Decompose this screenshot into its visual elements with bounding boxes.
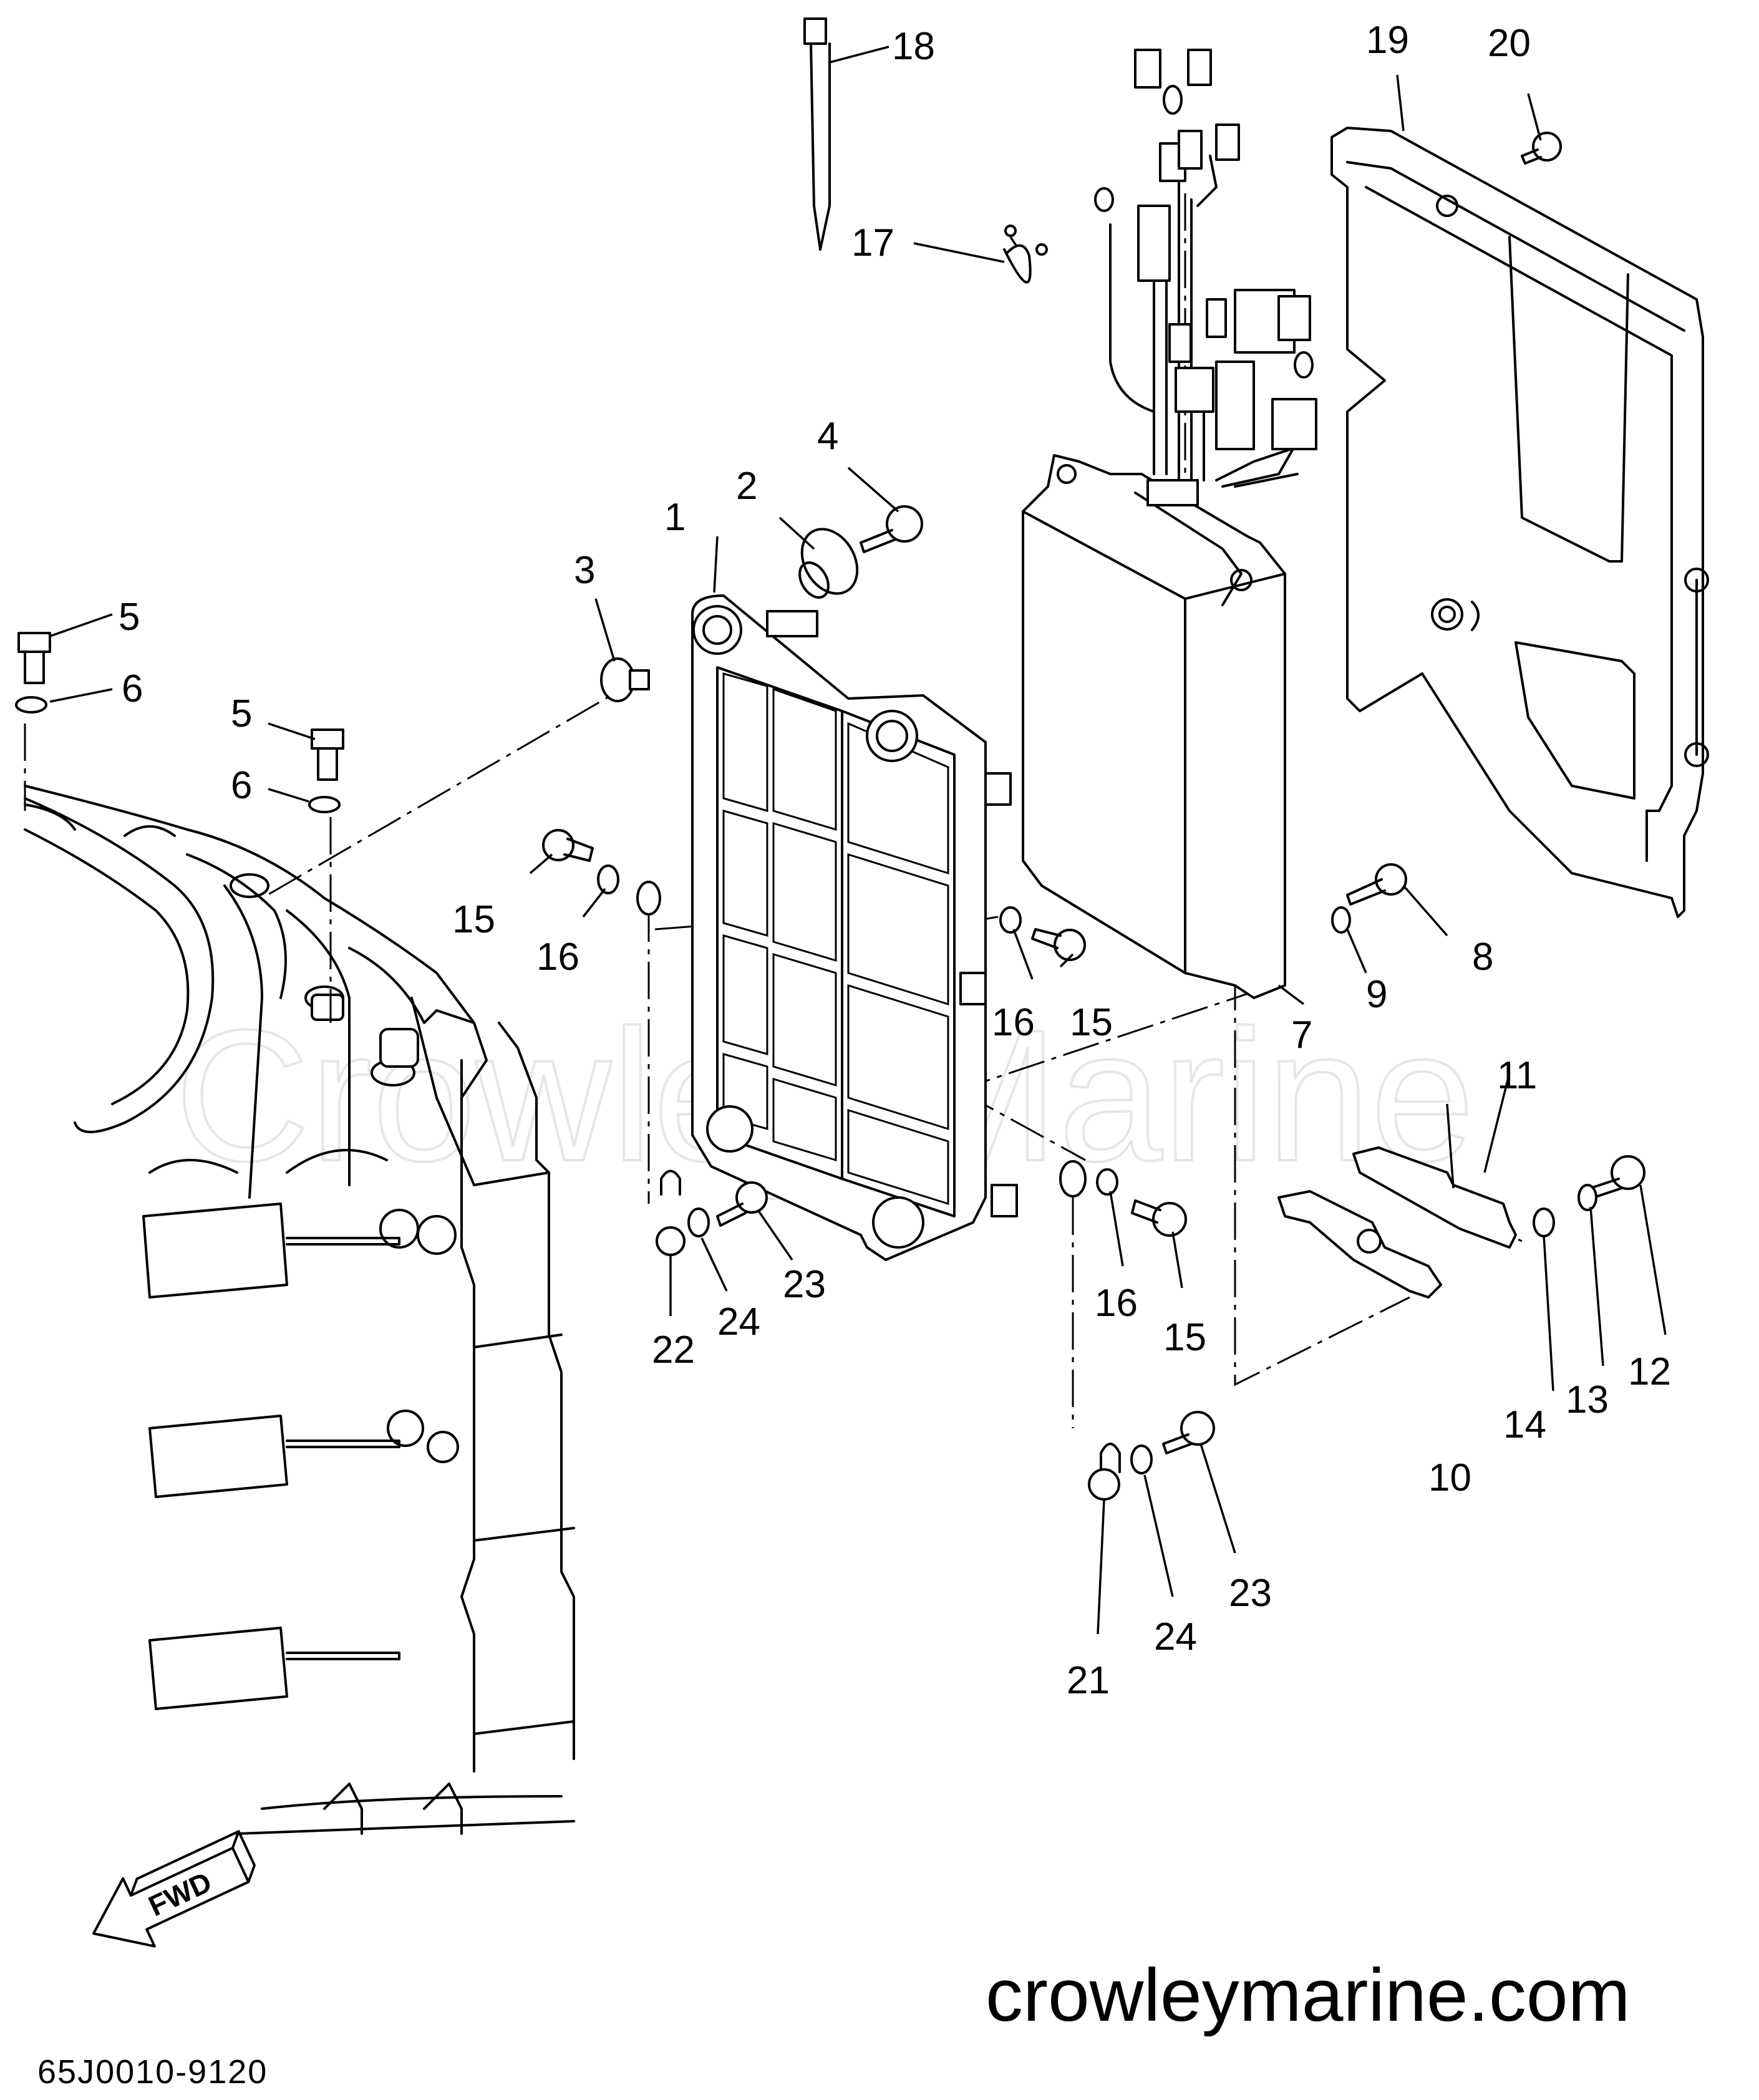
part-1-ecm-bracket [691,594,1018,1261]
fastener-parts [15,17,1645,1501]
callout-3: 3 [574,549,595,592]
site-url: crowleymarine.com [986,1953,1631,2037]
callout-10: 10 [1428,1456,1471,1499]
callout-24b: 24 [1154,1615,1197,1658]
callout-11: 11 [1497,1054,1537,1097]
callout-15c: 15 [1163,1316,1206,1359]
part-19-cover [1330,127,1709,918]
callout-23a: 23 [783,1263,826,1306]
callout-15a: 15 [452,898,495,941]
callout-16a: 16 [536,936,579,979]
callout-21: 21 [1067,1659,1110,1702]
callout-6b: 6 [231,764,252,807]
callout-5a: 5 [119,596,140,639]
callout-23b: 23 [1229,1572,1272,1615]
callout-8: 8 [1472,936,1493,979]
callout-leaders [49,46,1667,1635]
callout-15b: 15 [1070,1001,1113,1044]
callout-4: 4 [817,415,838,458]
part-7-ecm-unit [1022,49,1317,999]
callout-labels: 1 2 3 4 5 6 5 6 7 8 9 10 11 12 13 14 15 … [119,19,1671,1702]
callout-2: 2 [736,465,757,508]
diagram-code: 65J0010-9120 [37,2053,268,2091]
callout-17: 17 [851,221,894,264]
engine-block-illustration [24,785,575,1835]
forward-direction-arrow: FWD [92,1830,256,1948]
callout-22: 22 [652,1328,695,1372]
callout-14: 14 [1503,1403,1546,1446]
callout-12: 12 [1628,1350,1671,1393]
callout-18: 18 [892,25,935,68]
callout-7: 7 [1291,1014,1312,1057]
callout-1: 1 [664,496,686,539]
callout-19: 19 [1366,19,1409,62]
callout-16c: 16 [1095,1282,1138,1325]
callout-16b: 16 [992,1001,1035,1044]
callout-20: 20 [1488,22,1531,65]
callout-6a: 6 [122,667,143,710]
callout-13: 13 [1566,1378,1609,1421]
callout-24a: 24 [717,1300,760,1343]
callout-9: 9 [1366,973,1387,1016]
callout-5b: 5 [231,692,252,735]
